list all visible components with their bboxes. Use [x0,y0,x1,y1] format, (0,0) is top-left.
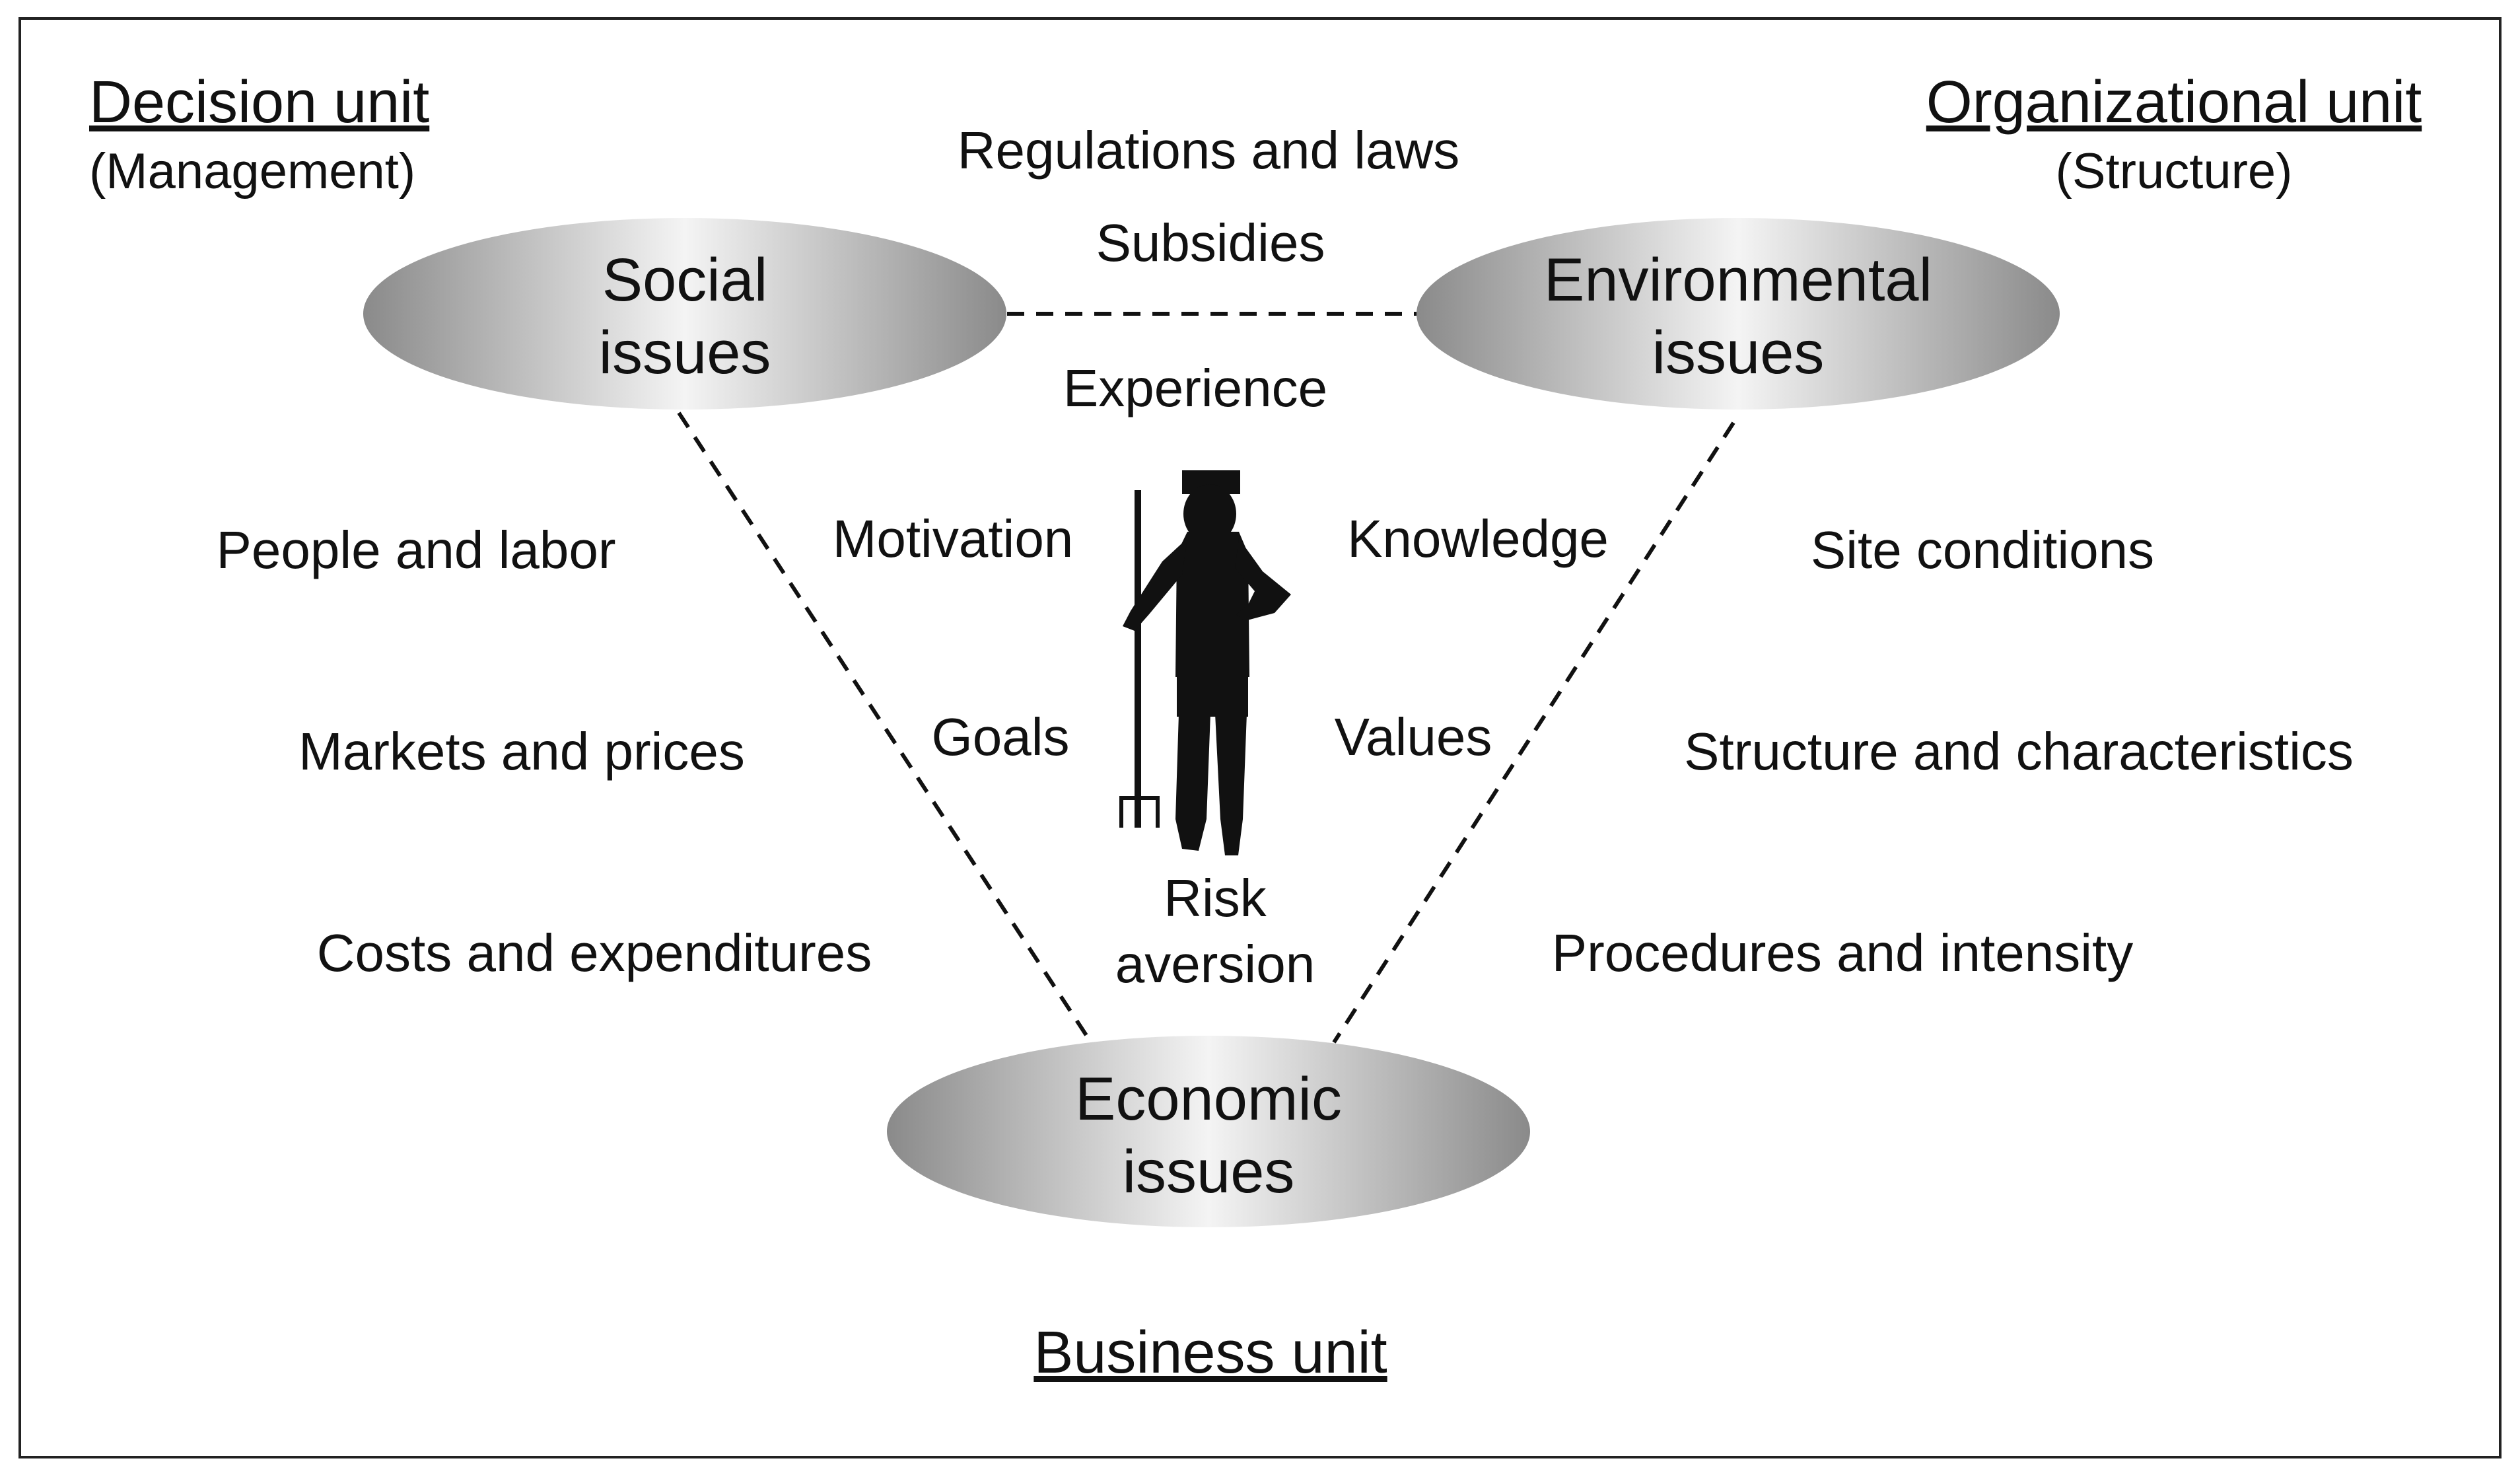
top-factor: Regulations and laws [958,121,1459,180]
social-issues-line2: issues [599,319,771,386]
right-factor: Site conditions [1811,521,2154,579]
business-unit-title: Business unit [1033,1320,1387,1386]
top-factor: Subsidies [1096,213,1325,272]
right-factor: Structure and characteristics [1684,722,2354,781]
environmental-economic-connector [1332,421,1735,1044]
top-factor: Experience [1063,359,1327,417]
environmental-issues-line2: issues [1652,319,1825,386]
right-factor: Procedures and intensity [1552,923,2134,982]
farmer-with-pitchfork-icon [1119,470,1291,855]
farmer-factor-knowledge: Knowledge [1347,509,1609,568]
environmental-issues-line1: Environmental [1544,246,1932,314]
farmer-factor-goals: Goals [932,707,1070,766]
social-issues-line1: Social [602,246,768,314]
left-factor: Markets and prices [298,722,745,781]
farmer-factor-values: Values [1335,707,1492,766]
economic-issues-oval [887,1036,1530,1227]
farmer-factor-motivation: Motivation [833,509,1074,568]
economic-issues-line1: Economic [1075,1065,1342,1133]
left-factor: People and labor [217,521,616,579]
organizational-unit-title: Organizational unit [1926,69,2422,135]
social-economic-connector [677,412,1092,1042]
environmental-issues-oval [1417,218,2060,410]
decision-unit-subtitle: (Management) [89,143,415,199]
left-factor: Costs and expenditures [317,923,872,982]
farmer-factor-risk-line1: Risk [1164,869,1267,927]
diagram-frame [18,17,2502,1458]
social-issues-oval [363,218,1006,410]
decision-unit-title: Decision unit [89,69,429,135]
organizational-unit-subtitle: (Structure) [2056,143,2293,199]
economic-issues-line2: issues [1123,1138,1295,1205]
farmer-factor-risk-line2: aversion [1115,935,1315,993]
